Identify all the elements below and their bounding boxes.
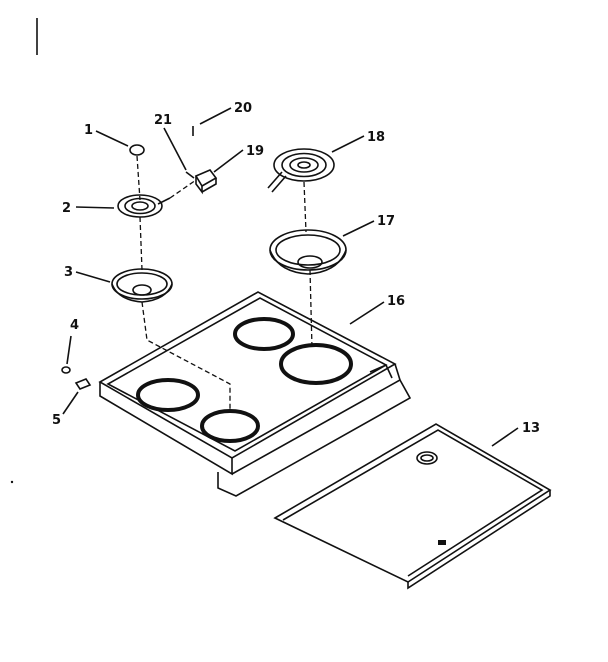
- part-label-1: 1: [84, 123, 93, 138]
- coil-large-ring-2: [281, 152, 327, 178]
- part-label-5: 5: [52, 413, 61, 428]
- coil-large-terminals: [267, 171, 287, 193]
- coil-large-ring-3: [289, 157, 319, 173]
- part-label-18: 18: [367, 130, 385, 145]
- part-21-screw: [185, 171, 195, 179]
- drip-pan-large-center: [297, 255, 323, 269]
- align-2-to-19: [169, 179, 197, 199]
- align-1-to-2: [136, 155, 141, 201]
- drip-pan-small-center: [132, 284, 152, 296]
- coil-large-ring-4: [297, 161, 311, 169]
- leader-13: [491, 427, 519, 447]
- panel-hole: [416, 451, 438, 465]
- leader-1: [95, 130, 129, 147]
- panel-hole-inner: [420, 454, 434, 462]
- bottom-panel: [273, 423, 552, 590]
- cooktop-rear-edge: [369, 363, 393, 379]
- leader-17: [342, 220, 375, 237]
- part-4-screw: [61, 366, 71, 374]
- burner-opening-front-left: [136, 378, 200, 412]
- align-3-to-cooktop: [141, 301, 231, 412]
- cooktop-front-face: [99, 382, 233, 476]
- leader-2: [75, 206, 115, 209]
- drip-pan-large-inner-rim: [275, 234, 341, 266]
- leader-21: [163, 127, 187, 171]
- cooktop-top-surface: [98, 291, 397, 459]
- scan-dot: [10, 480, 14, 484]
- part-1-cap: [129, 144, 145, 156]
- align-2-to-3: [139, 216, 143, 271]
- panel-front-lip: [407, 490, 551, 590]
- drip-pan-small-inner-rim: [116, 272, 168, 296]
- part-label-13: 13: [522, 421, 540, 436]
- receptacle-top: [194, 169, 218, 188]
- part-label-16: 16: [387, 294, 405, 309]
- receptacle-front: [201, 178, 217, 193]
- part-label-21: 21: [154, 113, 172, 128]
- panel-outline: [273, 423, 552, 583]
- panel-tab: [438, 540, 446, 545]
- burner-opening-rear-right: [279, 343, 353, 385]
- leader-3: [75, 271, 111, 283]
- cooktop-bottom-lip: [217, 379, 412, 497]
- part-label-17: 17: [377, 214, 395, 229]
- burner-opening-front-right: [200, 409, 260, 443]
- surface-element-large: [267, 148, 335, 193]
- leader-16: [349, 301, 385, 325]
- coil-large-ring-1: [273, 148, 335, 182]
- panel-inner-edge: [282, 429, 544, 577]
- leader-20: [199, 107, 232, 125]
- part-5-bracket: [74, 378, 92, 390]
- leader-5: [62, 391, 79, 415]
- part-label-19: 19: [246, 144, 264, 159]
- drip-pan-large: [269, 229, 347, 275]
- drip-pan-small: [111, 268, 173, 303]
- receptacle-side: [195, 176, 203, 195]
- leader-4: [66, 335, 72, 365]
- coil-small-ring-3: [131, 201, 149, 211]
- drip-pan-large-bowl: [269, 249, 347, 275]
- receptacle-block: [194, 169, 218, 195]
- coil-small-terminal: [157, 197, 171, 205]
- burner-opening-rear-left: [233, 317, 295, 351]
- leader-18: [331, 135, 365, 153]
- part-label-20: 20: [234, 101, 252, 116]
- surface-element-small: [117, 194, 171, 218]
- part-label-2: 2: [62, 201, 71, 216]
- part-label-4: 4: [70, 318, 79, 333]
- leader-19: [213, 149, 244, 173]
- part-label-3: 3: [64, 265, 73, 280]
- align-18-to-17: [303, 181, 307, 233]
- cooktop-assembly: [98, 291, 412, 497]
- align-17-to-cooktop: [309, 269, 313, 349]
- drip-pan-large-rim: [269, 229, 347, 271]
- coil-small-ring-2: [124, 197, 156, 215]
